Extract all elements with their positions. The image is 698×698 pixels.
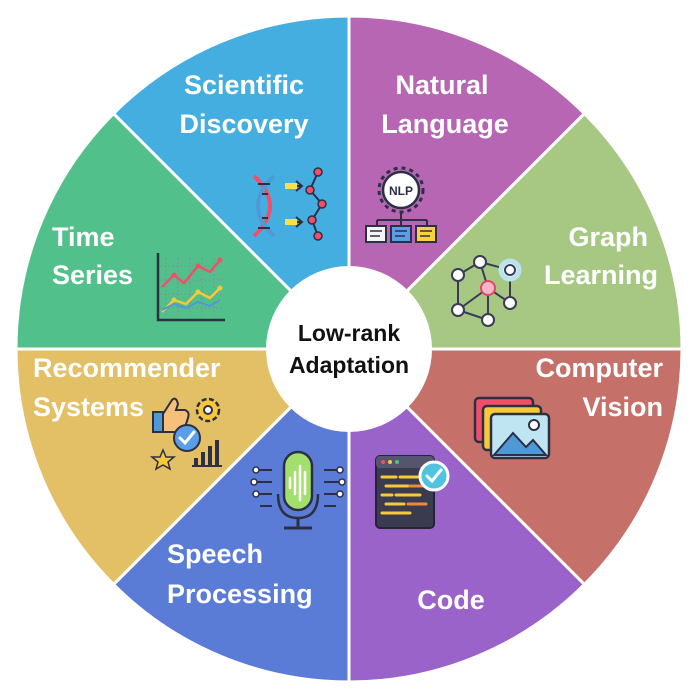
label-computer-vision-2: Vision (582, 392, 663, 422)
label-computer-vision-1: Computer (536, 353, 664, 383)
segment-speech-processing (111, 345, 351, 684)
dna-icon (252, 167, 327, 241)
label-recommender-systems-2: Systems (33, 392, 144, 422)
label-graph-learning-1: Graph (568, 222, 648, 252)
segment-recommender-systems (14, 347, 353, 587)
nlp-icon: NLP (365, 166, 437, 243)
line-chart-icon (156, 253, 225, 322)
center-circle (266, 266, 432, 432)
center-label-line2: Adaptation (289, 352, 409, 378)
label-scientific-discovery-2: Discovery (179, 109, 308, 139)
label-natural-language-1: Natural (395, 70, 488, 100)
label-time-series-2: Series (52, 260, 133, 290)
graph-network-icon (451, 255, 522, 327)
label-speech-processing-1: Speech (167, 539, 263, 569)
segment-time-series (14, 111, 353, 351)
image-gallery-icon (473, 396, 551, 460)
recommendation-icon (149, 397, 222, 471)
segment-code (347, 345, 587, 684)
segment-scientific-discovery (111, 14, 351, 353)
label-speech-processing-2: Processing (167, 579, 313, 609)
nlp-icon-label: NLP (389, 184, 413, 198)
segment-natural-language (347, 14, 587, 353)
label-code: Code (417, 585, 485, 615)
label-time-series-1: Time (52, 222, 115, 252)
segment-computer-vision (345, 347, 684, 587)
center-label-line1: Low-rank (298, 320, 400, 346)
microphone-icon (250, 450, 346, 530)
label-natural-language-2: Language (381, 109, 509, 139)
label-recommender-systems-1: Recommender (33, 353, 221, 383)
code-editor-icon (375, 455, 450, 529)
label-scientific-discovery-1: Scientific (184, 70, 304, 100)
wheel-segments (14, 14, 684, 684)
label-graph-learning-2: Learning (544, 260, 658, 290)
segment-graph-learning (345, 111, 684, 351)
